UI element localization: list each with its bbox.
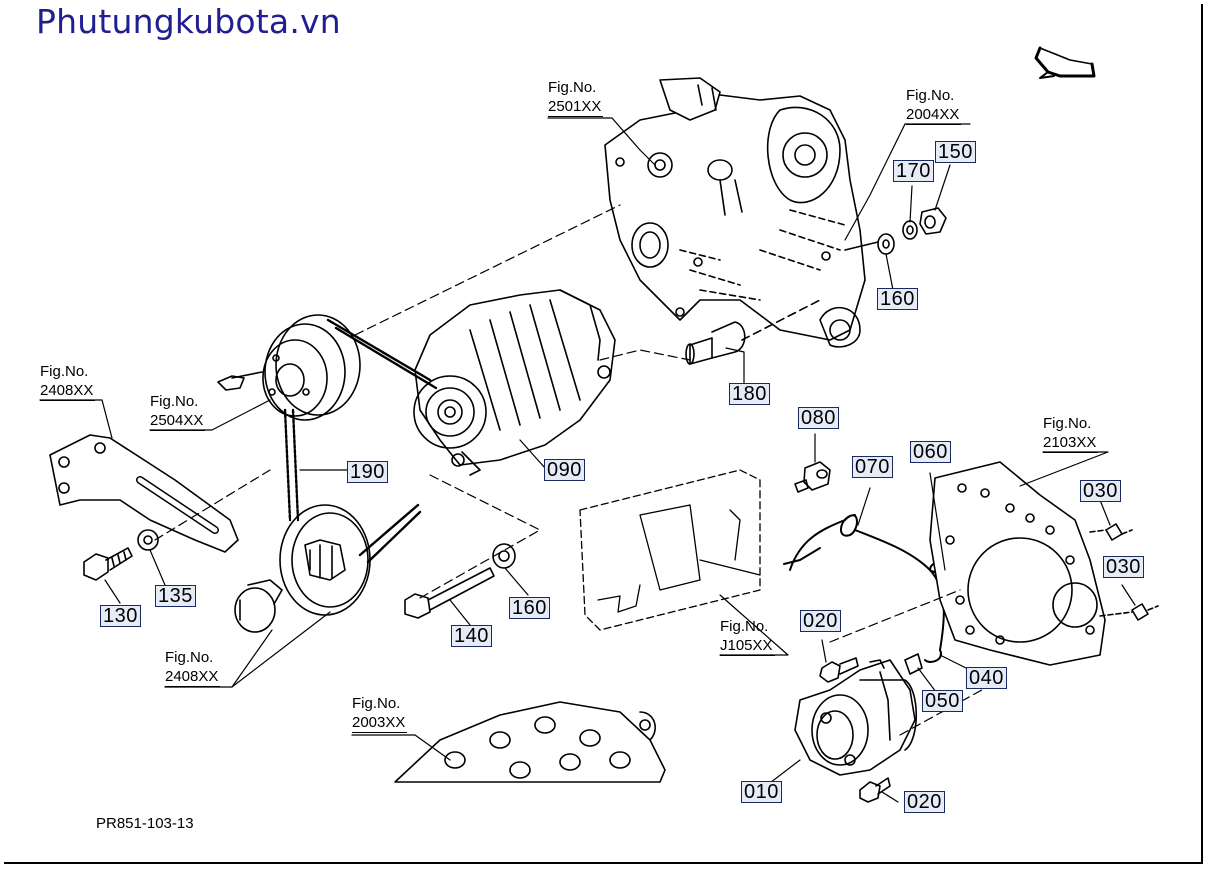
part-label-140[interactable]: 140	[451, 625, 492, 647]
part-label-080[interactable]: 080	[798, 407, 839, 429]
starter-bolts	[819, 657, 891, 803]
spacer-sleeve	[685, 299, 821, 365]
crankshaft-pulley	[279, 504, 371, 616]
fig-ref-2408-top: Fig.No.2408XX	[40, 363, 96, 401]
fig-ref-2103: Fig.No.2103XX	[1043, 415, 1099, 453]
drawing-frame	[4, 4, 1203, 864]
fan-belt	[283, 318, 438, 564]
direction-arrow-icon	[1034, 46, 1096, 79]
part-label-020-upper[interactable]: 020	[800, 610, 841, 632]
part-label-170[interactable]: 170	[893, 160, 934, 182]
part-label-010[interactable]: 010	[741, 781, 782, 803]
part-label-150[interactable]: 150	[935, 141, 976, 163]
part-label-030-lower[interactable]: 030	[1103, 556, 1144, 578]
part-label-135[interactable]: 135	[155, 585, 196, 607]
fig-ref-2003: Fig.No.2003XX	[352, 695, 408, 733]
alternator-bracket	[49, 434, 239, 553]
part-label-040[interactable]: 040	[966, 667, 1007, 689]
fig-ref-2004: Fig.No.2004XX	[906, 87, 962, 125]
part-label-070[interactable]: 070	[852, 456, 893, 478]
fan-pulley	[217, 314, 361, 421]
fig-ref-2408-bottom: Fig.No.2408XX	[165, 649, 221, 687]
engine-gear-case	[604, 77, 866, 348]
cap-bolt	[234, 579, 283, 633]
part-label-160-bottom[interactable]: 160	[509, 597, 550, 619]
alternator	[413, 289, 616, 476]
bolt-130	[83, 529, 159, 581]
part-label-190[interactable]: 190	[347, 461, 388, 483]
brand-watermark: Phutungkubota.vn	[36, 2, 341, 41]
fig-ref-j105: Fig.No.J105XX	[720, 618, 775, 656]
part-label-090[interactable]: 090	[544, 459, 585, 481]
oil-pressure-switch	[794, 461, 831, 493]
drawing-code: PR851-103-13	[96, 815, 194, 832]
part-label-130[interactable]: 130	[100, 605, 141, 627]
fig-ref-2504: Fig.No.2504XX	[150, 393, 206, 431]
long-bolt-140	[404, 543, 516, 619]
cylinder-head	[394, 701, 666, 783]
part-label-060[interactable]: 060	[910, 441, 951, 463]
fig-ref-2501: Fig.No.2501XX	[548, 79, 604, 117]
part-label-030-upper[interactable]: 030	[1080, 480, 1121, 502]
starter-motor	[794, 653, 923, 776]
part-label-020-lower[interactable]: 020	[904, 791, 945, 813]
part-label-160-top[interactable]: 160	[877, 288, 918, 310]
leader-lines	[39, 117, 1136, 803]
part-label-180[interactable]: 180	[729, 383, 770, 405]
rear-end-plate	[929, 461, 1159, 666]
part-label-050[interactable]: 050	[922, 690, 963, 712]
frame-bracket	[579, 469, 761, 631]
